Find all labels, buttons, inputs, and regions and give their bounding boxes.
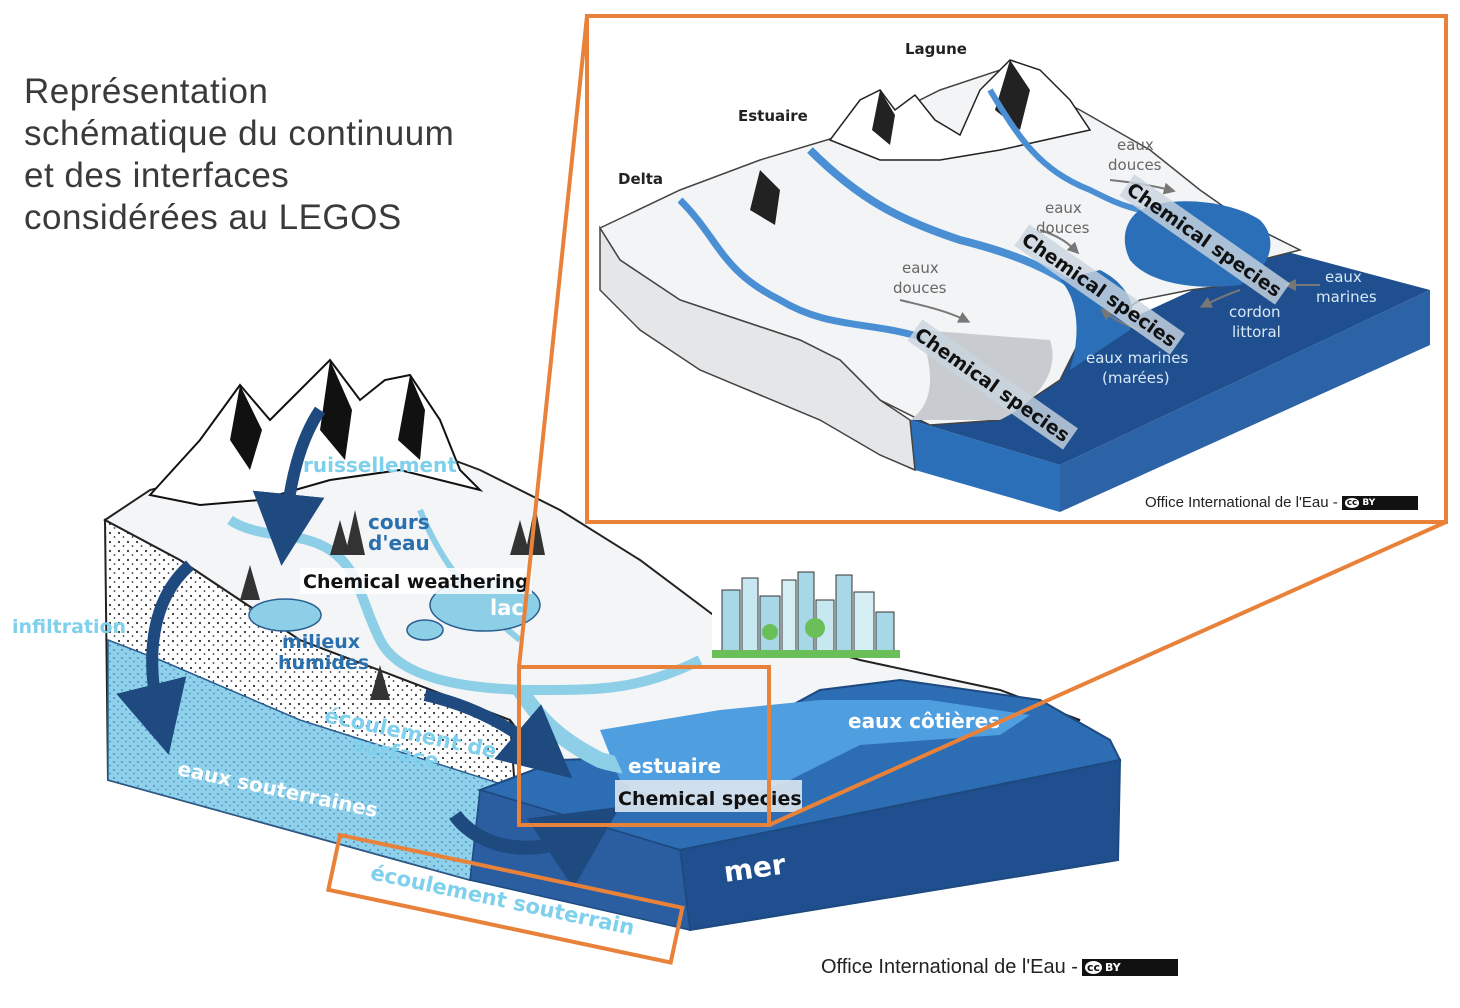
wetlands-label-line-1: milieux [282,631,360,653]
inset-land-side [599,225,916,472]
inset-arrow-1 [899,299,971,323]
runoff-arrow [252,406,326,566]
streams-label: cours d'eau [368,510,437,555]
main-cc-badge: cc BY [1081,959,1178,976]
inset-fresh-water-1-line-1: eaux [902,259,939,277]
inset-delta-label: Delta [618,170,663,188]
chemical-species-label: Chemical species [618,788,802,810]
inset-arrow-2 [1039,229,1080,255]
estuary-highlight-box [517,665,771,827]
inset-fresh-water-3-line-1: eaux [1117,136,1154,154]
coastal-waters-label: eaux côtières [848,709,1000,733]
wetlands-label-line-2: humides [278,652,369,674]
inset-mountain-shadows [750,60,1030,225]
inset-fresh-water-2-line-1: eaux [1045,199,1082,217]
inset-marine-water: eaux marines [1316,268,1377,306]
wetlands-label: milieux humides [278,631,369,674]
streams-label-line-2: d'eau [368,531,430,555]
inset-credit-text: Office International de l'Eau - [1145,494,1338,511]
lake-label: lac [490,596,524,620]
inset-cc-icon: cc [1344,497,1360,508]
chemical-weathering-label: Chemical weathering [303,571,529,593]
main-cc-by: BY [1104,961,1121,974]
runoff-label: ruissellement [303,453,457,477]
inset-fresh-water-3: eaux douces [1108,136,1162,174]
inset-barrier-line-1: cordon [1229,303,1281,321]
inset-cc-by: BY [1362,497,1376,508]
inset-credit: Office International de l'Eau - cc BY [1145,494,1419,511]
surface-flow-arrow [423,689,573,779]
underground-flow-box [325,832,685,965]
infiltration-arrow [116,560,195,755]
inset-cc-badge: cc BY [1341,495,1419,510]
city-illustration [712,562,900,658]
inset-marine-water-line-1: eaux [1325,268,1362,286]
inset-sea-right [1060,290,1430,512]
underground-flow-arrow [449,806,620,889]
inset-tidal-water-line-1: eaux marines [1086,349,1188,367]
inset-chem-delta-highlight [907,319,1078,450]
main-credit-text: Office International de l'Eau - [821,956,1078,978]
inset-chem-estuary-highlight [1014,224,1185,355]
inset-tidal-water-line-2: (marées) [1102,369,1170,387]
inset-panel: Delta Estuaire Lagune eaux douces eaux d… [585,14,1448,524]
inset-arrow-4 [1199,289,1241,308]
title-line-2: schématique du continuum [24,114,455,153]
inset-fresh-water-2-line-2: douces [1036,219,1090,237]
inset-lagoon-river [987,88,1141,213]
inset-tidal-water: eaux marines (marées) [1086,349,1193,387]
main-credit: Office International de l'Eau - cc BY [821,956,1178,979]
inset-marine-water-line-2: marines [1316,288,1377,306]
inset-fresh-water-1-line-2: douces [893,279,947,297]
inset-delta-river [677,197,932,344]
inset-estuary-river [807,147,1083,294]
title-line-1: Représentation [24,72,269,111]
estuary-label: estuaire [628,754,721,778]
inset-fresh-water-1: eaux douces [893,259,947,297]
inset-fresh-water-2: eaux douces [1036,199,1090,237]
inset-estuary-label: Estuaire [738,107,808,125]
wetland-2 [406,619,444,641]
main-block-diagram: ruissellement cours d'eau lac infiltrati… [12,15,1447,965]
zoom-line-bottom [768,520,1447,827]
inset-sea-front [910,420,1060,512]
inset-barrier-line-2: littoral [1232,323,1281,341]
chemical-weathering-highlight [300,568,532,594]
main-cc-icon: cc [1084,961,1102,974]
zoom-line-top [517,15,589,668]
inset-chem-lagoon-highlight [1119,174,1290,305]
title-line-4: considérées au LEGOS [24,198,402,237]
infiltration-label: infiltration [12,616,126,638]
title-line-3: et des interfaces [24,156,290,195]
inset-lagoon-label: Lagune [905,40,967,58]
inset-barrier: cordon littoral [1229,303,1285,341]
wetland-1 [248,598,322,632]
inset-fresh-water-3-line-2: douces [1108,156,1162,174]
mountain-shadows [230,360,425,470]
streams-label-line-1: cours [368,510,430,534]
